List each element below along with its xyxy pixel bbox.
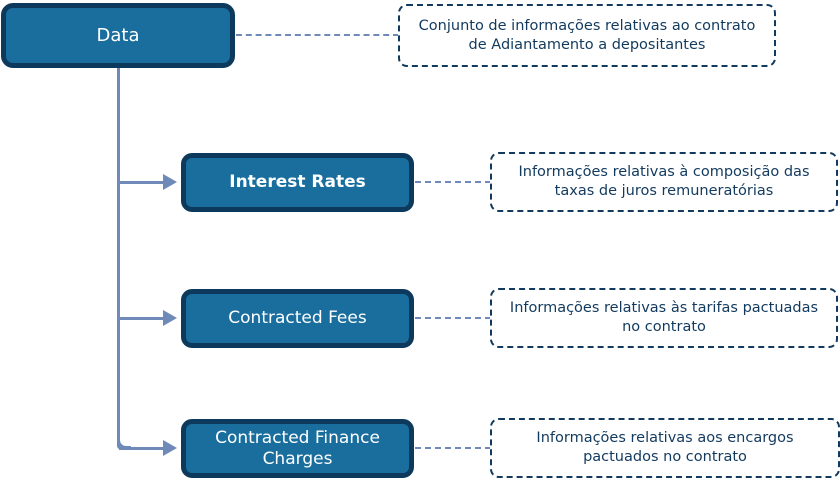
- branch-connector-2: [119, 317, 165, 320]
- arrow-head-icon-2: [163, 310, 177, 326]
- note-leader-line-3: [415, 447, 491, 449]
- node-interest-rates[interactable]: Interest Rates: [181, 153, 414, 212]
- note-leader-line-2: [415, 317, 491, 319]
- trunk-connector-line: [117, 68, 120, 449]
- note-contracted-finance-charges: Informações relativas aos encargos pactu…: [490, 418, 840, 478]
- note-interest-rates-text: Informações relativas à composição das t…: [518, 164, 810, 199]
- branch-connector-3: [119, 447, 165, 450]
- note-leader-line-1: [415, 181, 491, 183]
- note-contracted-fees-text: Informações relativas às tarifas pactuad…: [509, 300, 819, 335]
- node-root-label: Data: [96, 24, 140, 46]
- note-contracted-finance-charges-text: Informações relativas aos encargos pactu…: [536, 430, 794, 465]
- note-contracted-fees: Informações relativas às tarifas pactuad…: [490, 288, 838, 348]
- node-contracted-finance-charges[interactable]: Contracted Finance Charges: [181, 419, 414, 478]
- node-interest-rates-label: Interest Rates: [229, 172, 366, 193]
- note-interest-rates: Informações relativas à composição das t…: [490, 152, 838, 212]
- node-contracted-fees-label: Contracted Fees: [228, 308, 367, 329]
- node-contracted-fees[interactable]: Contracted Fees: [181, 289, 414, 348]
- node-contracted-finance-charges-label: Contracted Finance Charges: [215, 428, 380, 469]
- note-root-data-text: Conjunto de informações relativas ao con…: [418, 17, 756, 53]
- node-root-data[interactable]: Data: [1, 3, 235, 68]
- note-root-data: Conjunto de informações relativas ao con…: [398, 4, 776, 67]
- arrow-head-icon-1: [163, 174, 177, 190]
- branch-connector-1: [119, 181, 165, 184]
- arrow-head-icon-3: [163, 440, 177, 456]
- note-leader-line-root: [236, 34, 399, 36]
